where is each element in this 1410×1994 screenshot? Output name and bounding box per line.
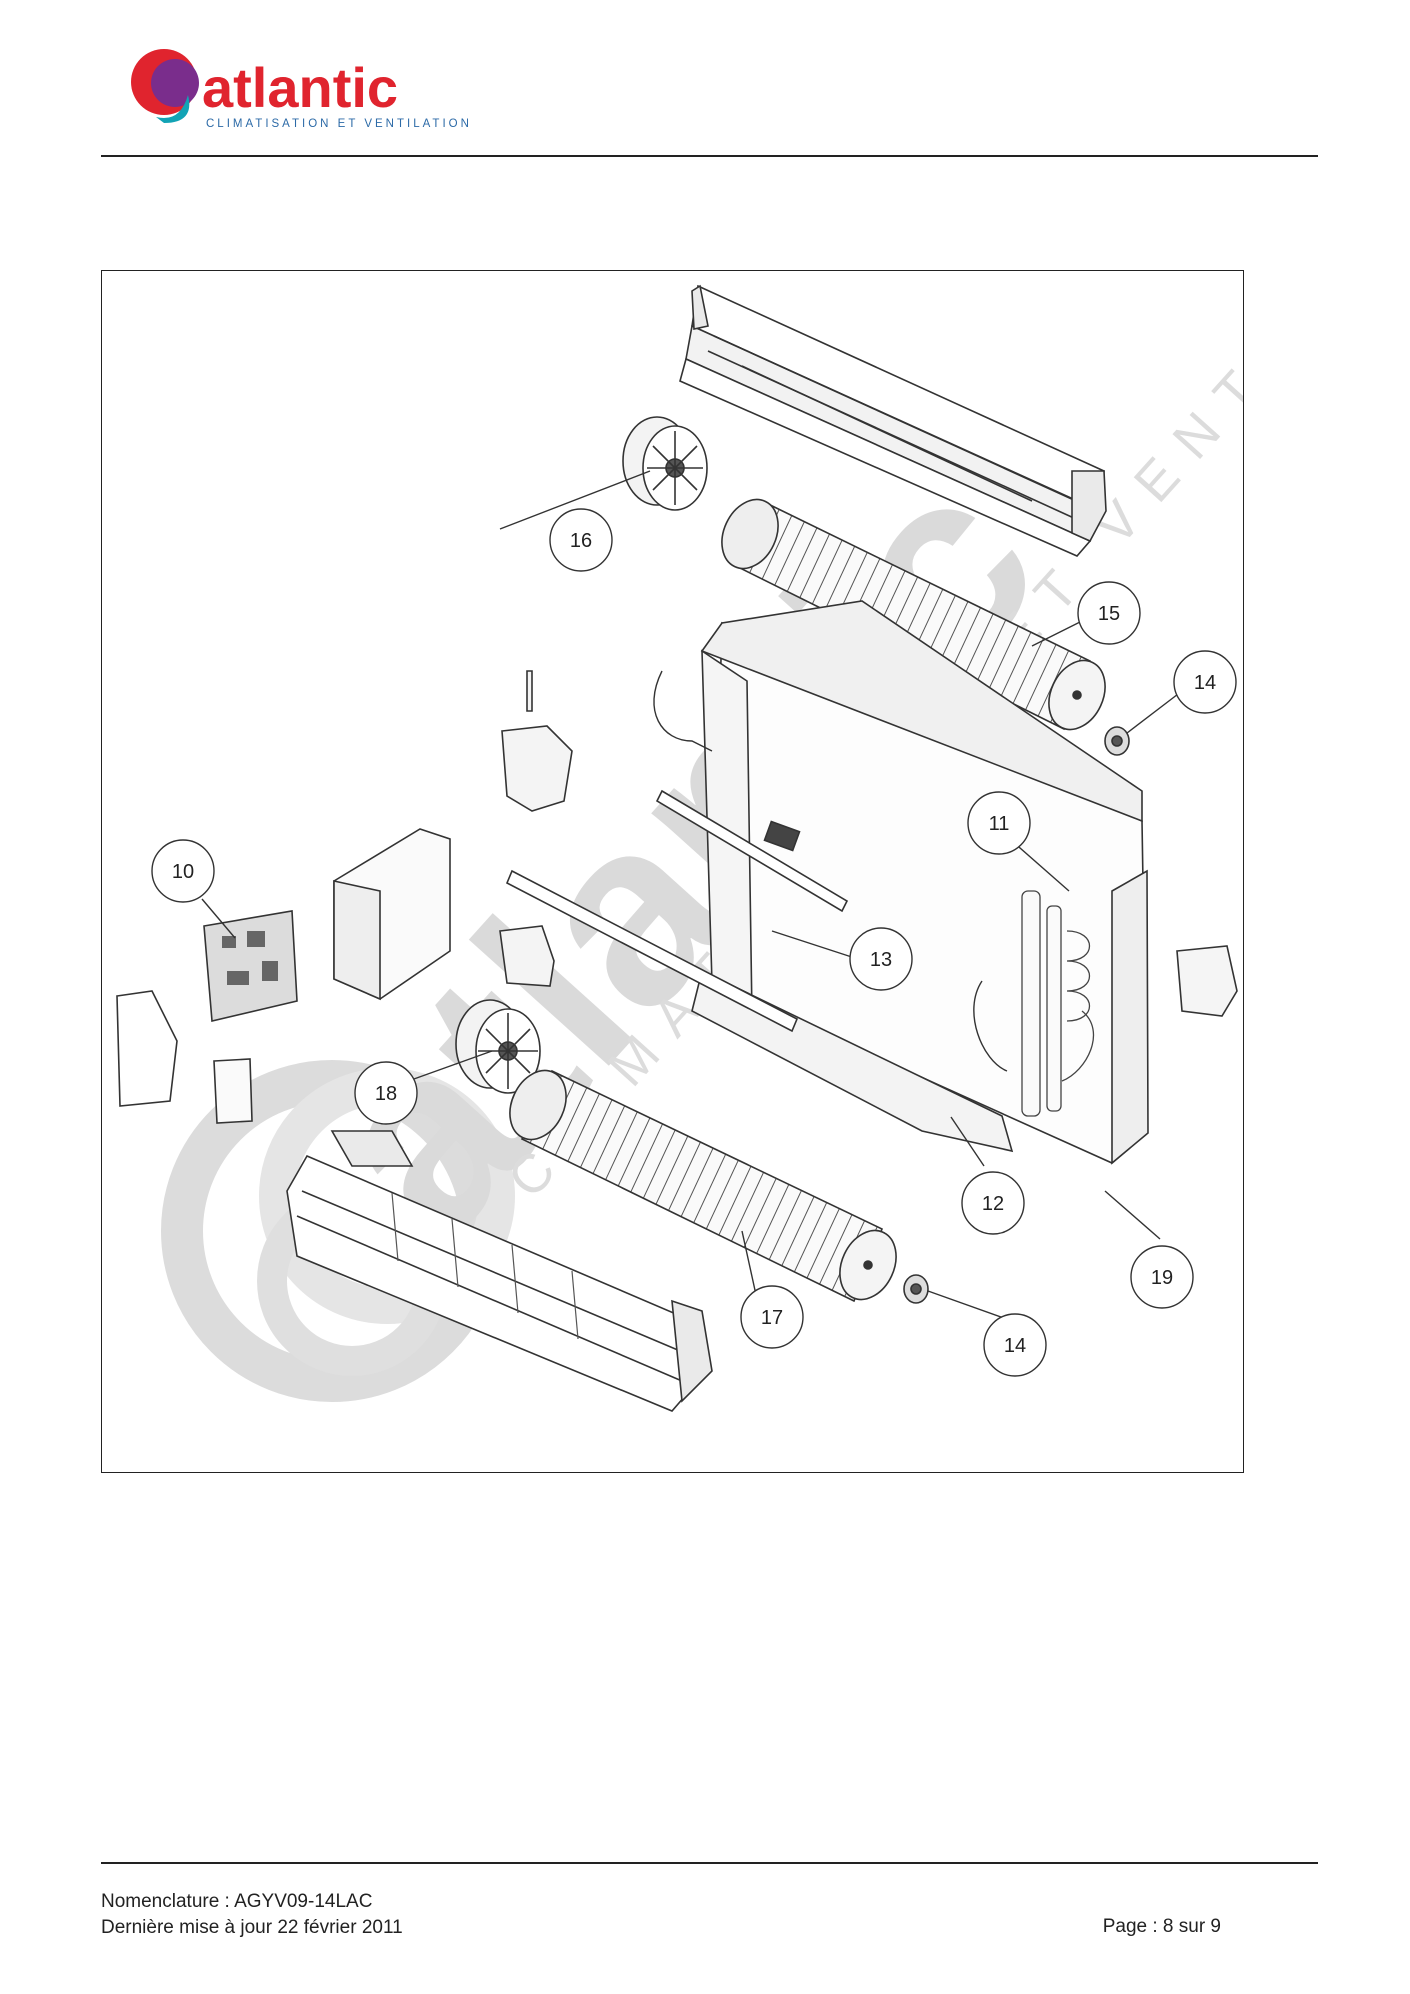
- callout-11: 11: [967, 791, 1031, 855]
- header-divider: [101, 155, 1318, 157]
- svg-text:17: 17: [761, 1307, 783, 1329]
- atlantic-logo: atlantic CLIMATISATION ET VENTILATION: [120, 45, 490, 135]
- top-louver-panel: [679, 284, 1107, 557]
- svg-text:11: 11: [989, 813, 1010, 835]
- callout-10: 10: [151, 839, 215, 903]
- svg-text:13: 13: [870, 949, 892, 971]
- callout-17: 17: [740, 1285, 804, 1349]
- logo-teal-swoosh: [156, 95, 190, 123]
- callout-16: 16: [549, 508, 613, 572]
- leader-14b: [927, 1290, 1013, 1322]
- svg-text:12: 12: [982, 1193, 1004, 1215]
- svg-text:14: 14: [1194, 672, 1216, 694]
- footer-page-number: Page : 8 sur 9: [1102, 1916, 1221, 1937]
- callouts: 10 11 12 13 14 14 15 16 17 18 19: [151, 508, 1237, 1377]
- callout-19: 19: [1130, 1245, 1194, 1309]
- side-cover-part: [1176, 945, 1238, 1017]
- exploded-view-frame: atlantic CLIMATISATION ET VENTILATION: [101, 270, 1244, 1473]
- cross-flow-fan-17: [509, 1069, 897, 1303]
- exploded-view-drawing: atlantic CLIMATISATION ET VENTILATION: [116, 271, 1243, 1412]
- svg-text:14: 14: [1004, 1335, 1026, 1357]
- control-box-10: [116, 828, 451, 1124]
- logo-tagline: CLIMATISATION ET VENTILATION: [206, 118, 472, 130]
- logo-purple-circle: [151, 59, 199, 107]
- fan-hub-16: [622, 416, 708, 511]
- atlantic-logo-mark: atlantic CLIMATISATION ET VENTILATION: [131, 49, 472, 130]
- footer-info: Nomenclature : AGYV09-14LAC Dernière mis…: [101, 1889, 403, 1941]
- leader-14a: [1126, 690, 1183, 734]
- svg-text:15: 15: [1098, 603, 1120, 625]
- leader-19: [1104, 1190, 1161, 1240]
- motor-bracket-parts: [499, 670, 849, 1033]
- svg-text:18: 18: [375, 1083, 397, 1105]
- svg-text:16: 16: [570, 530, 592, 552]
- logo-brand-name: atlantic: [202, 56, 398, 119]
- callout-14-lower: 14: [983, 1313, 1047, 1377]
- fan-hub-18: [455, 999, 541, 1094]
- bearing-nut-14-lower: [903, 1274, 929, 1304]
- leader-13: [771, 930, 865, 962]
- leader-10: [201, 898, 236, 939]
- bearing-nut-14-upper: [1104, 726, 1130, 756]
- footer-nomenclature: Nomenclature : AGYV09-14LAC: [101, 1891, 373, 1912]
- leader-12: [950, 1116, 985, 1167]
- svg-text:19: 19: [1151, 1267, 1173, 1289]
- bottom-louver-panel: [286, 1130, 713, 1412]
- callout-15: 15: [1077, 581, 1141, 645]
- cross-flow-fan-15: [721, 498, 1106, 731]
- leader-16: [499, 470, 651, 530]
- callout-18: 18: [354, 1061, 418, 1125]
- footer-last-update: Dernière mise à jour 22 février 2011: [101, 1917, 403, 1938]
- footer-divider: [101, 1862, 1318, 1864]
- callout-14-upper: 14: [1173, 650, 1237, 714]
- callout-12: 12: [961, 1171, 1025, 1235]
- svg-text:10: 10: [172, 861, 194, 883]
- callout-13: 13: [849, 927, 913, 991]
